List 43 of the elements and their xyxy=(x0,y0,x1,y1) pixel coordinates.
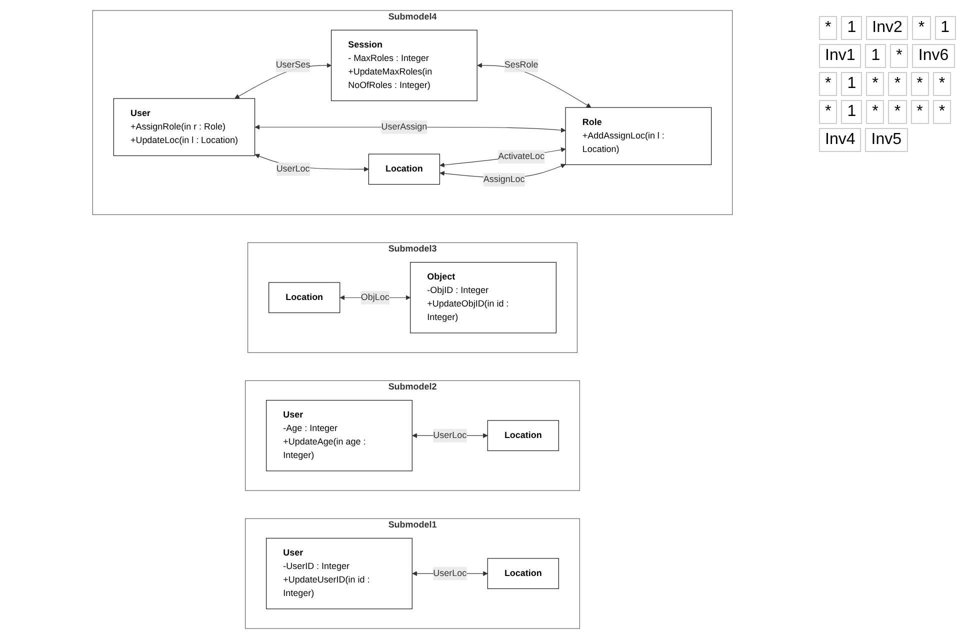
node-box: User -UserID : Integer +UpdateUserID(in id : Integer) xyxy=(266,538,412,610)
annotation-label: Inv6 xyxy=(912,44,955,68)
annotation-label: Inv5 xyxy=(865,128,908,152)
annotation-label: * xyxy=(819,72,838,96)
annotation-label: Inv1 xyxy=(819,44,862,68)
node-box: Role +AddAssignLoc(in l : Location) xyxy=(565,107,712,165)
node-box: User +AssignRole(in r : Role) +UpdateLoc(in l : Location) xyxy=(113,98,256,156)
annotation-label: * xyxy=(819,100,838,124)
node-box: User -Age : Integer +UpdateAge(in age : Integer) xyxy=(266,400,412,472)
edge-label: UserSes xyxy=(276,60,310,70)
annotation-label: Inv4 xyxy=(819,128,862,152)
annotation-label: * xyxy=(912,16,931,40)
edge-label: AssignLoc xyxy=(483,174,525,184)
annotation-label: 1 xyxy=(841,100,862,124)
annotation-label: 1 xyxy=(934,16,956,40)
edge-label: UserLoc xyxy=(433,568,467,578)
edge-label: SesRole xyxy=(504,60,538,70)
annotation-label: * xyxy=(888,72,907,96)
edge-label: ActivateLoc xyxy=(498,152,545,162)
node-box: Location xyxy=(368,154,440,185)
node-box: Location xyxy=(268,282,340,314)
annotation-label: * xyxy=(866,100,884,124)
annotation-label: * xyxy=(819,16,838,40)
edge-label: UserLoc xyxy=(433,430,467,440)
annotation-label: 1 xyxy=(841,16,862,40)
annotation-label: * xyxy=(888,100,907,124)
node-box: Location xyxy=(487,420,559,452)
annotation-label: * xyxy=(910,72,929,96)
arrow xyxy=(440,147,566,168)
annotation-label: * xyxy=(890,44,908,68)
node-box: Session - MaxRoles : Integer +UpdateMaxRoles(in NoOfRoles : Integer) xyxy=(331,30,478,102)
annotation-label: 1 xyxy=(865,44,886,68)
edge-label: UserLoc xyxy=(276,164,310,174)
annotation-label: Inv2 xyxy=(866,16,908,40)
annotation-label: 1 xyxy=(841,72,862,96)
edge-label: UserAssign xyxy=(381,122,428,132)
edge-label: ObjLoc xyxy=(360,292,390,302)
annotation-label: * xyxy=(932,72,952,96)
node-box: Object -ObjID : Integer +UpdateObjID(in id : Integer) xyxy=(410,262,556,334)
annotation-label: * xyxy=(910,100,929,124)
annotation-label: * xyxy=(932,100,952,124)
node-box: Location xyxy=(487,558,559,589)
annotation-label: * xyxy=(866,72,884,96)
